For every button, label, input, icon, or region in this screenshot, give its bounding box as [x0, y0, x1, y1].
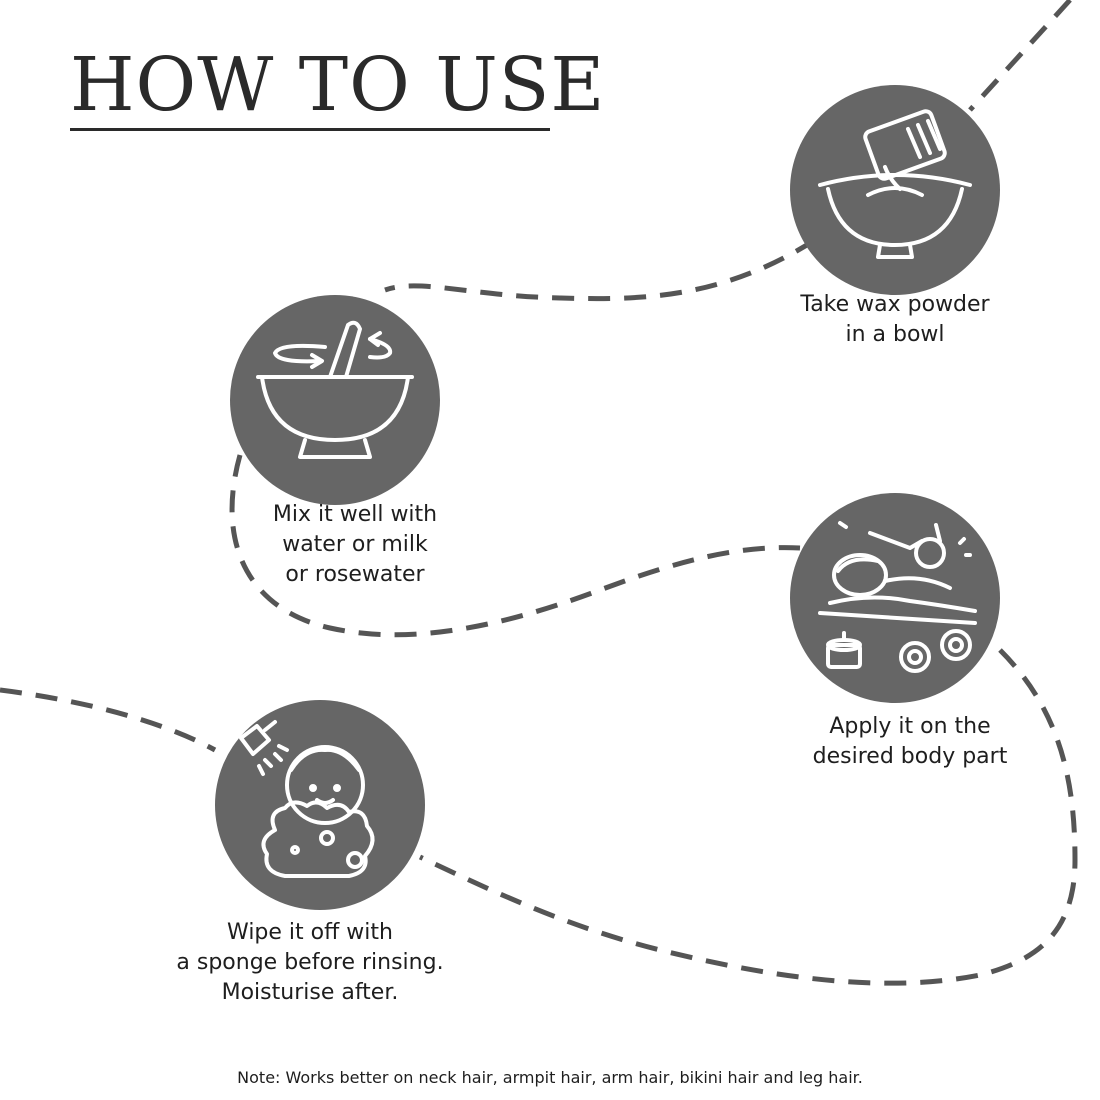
- step-1-line-2: in a bowl: [845, 322, 945, 347]
- step-3-circle: [790, 493, 1000, 703]
- step-2-line-2: water or milk: [282, 532, 428, 557]
- step-4-line-3: Moisturise after.: [221, 980, 399, 1005]
- step-2-circle: [230, 295, 440, 505]
- step-3-line-1: Apply it on the: [829, 714, 991, 739]
- step-4-line-2: a sponge before rinsing.: [176, 950, 444, 975]
- page-title: HOW TO USE: [70, 42, 606, 128]
- shower-sponge-icon: [239, 720, 375, 878]
- step-3-line-2: desired body part: [812, 744, 1008, 769]
- footnote: Note: Works better on neck hair, armpit …: [237, 1068, 863, 1087]
- spa-massage-icon: [818, 521, 977, 673]
- mixing-bowl-icon: [256, 320, 414, 459]
- step-1-circle: [790, 85, 1000, 295]
- step-3-caption: Apply it on the desired body part: [785, 712, 1035, 772]
- step-4-line-1: Wipe it off with: [227, 920, 393, 945]
- pour-powder-bowl-icon: [818, 109, 972, 259]
- step-2-line-3: or rosewater: [285, 562, 425, 587]
- step-1-line-1: Take wax powder: [800, 292, 990, 317]
- title-underline: [70, 128, 550, 131]
- step-4-circle: [215, 700, 425, 910]
- step-4-caption: Wipe it off with a sponge before rinsing…: [155, 918, 465, 1008]
- step-2-caption: Mix it well with water or milk or rosewa…: [245, 500, 465, 590]
- step-1-caption: Take wax powder in a bowl: [780, 290, 1010, 350]
- step-2-line-1: Mix it well with: [272, 502, 438, 527]
